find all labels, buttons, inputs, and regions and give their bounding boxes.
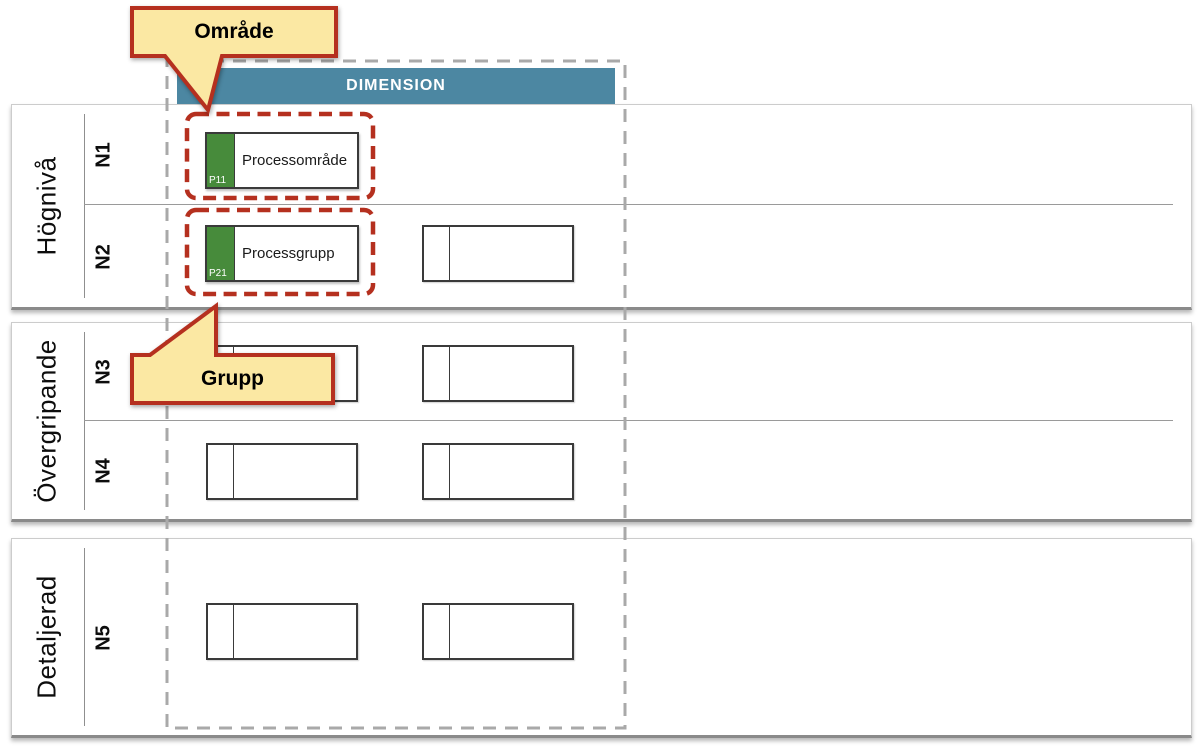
band-overgripande: Övergripande N3 N4 (11, 322, 1192, 522)
level-label-n1: N1 (92, 142, 115, 168)
process-box-empty-tab (208, 605, 234, 658)
process-box-empty-n4-left (206, 443, 358, 500)
process-box-empty-n2-right (422, 225, 574, 282)
level-label-n4: N4 (92, 458, 115, 484)
process-box-p21-label: Processgrupp (242, 245, 335, 262)
band-divider-vertical (84, 114, 85, 298)
process-box-p21: P21 Processgrupp (205, 225, 359, 282)
band-detaljerad: Detaljerad N5 (11, 538, 1192, 738)
process-box-p21-code: P21 (209, 268, 227, 279)
band-divider-vertical (84, 548, 85, 726)
process-box-empty-tab (424, 605, 450, 658)
band-label-overgripande: Övergripande (31, 339, 62, 503)
process-box-p11: P11 Processområde (205, 132, 359, 189)
row-divider-n1-n2 (84, 204, 1173, 205)
band-label-hogniva: Högnivå (31, 156, 62, 256)
level-label-n2: N2 (92, 244, 115, 270)
process-box-empty-n4-right (422, 443, 574, 500)
process-box-p11-label: Processområde (242, 152, 348, 169)
band-hogniva: Högnivå N1 N2 (11, 104, 1192, 310)
process-box-empty-tab (424, 227, 450, 280)
process-box-empty-tab (208, 445, 234, 498)
process-box-empty-n3-right (422, 345, 574, 402)
callout-grupp-label: Grupp (201, 367, 264, 390)
process-box-empty-tab (424, 445, 450, 498)
dimension-column-header: DIMENSION (177, 68, 615, 104)
band-divider-vertical (84, 332, 85, 510)
level-label-n3: N3 (92, 359, 115, 385)
process-box-p11-color-tab: P11 (207, 134, 235, 187)
process-box-p21-color-tab: P21 (207, 227, 235, 280)
level-label-n5: N5 (92, 625, 115, 651)
process-box-p11-code: P11 (209, 175, 227, 186)
callout-omrade-label: Område (194, 20, 274, 43)
process-box-empty-n5-left (206, 603, 358, 660)
band-label-detaljerad: Detaljerad (31, 575, 62, 699)
row-divider-n3-n4 (84, 420, 1173, 421)
process-box-empty-tab (424, 347, 450, 400)
process-box-empty-n5-right (422, 603, 574, 660)
